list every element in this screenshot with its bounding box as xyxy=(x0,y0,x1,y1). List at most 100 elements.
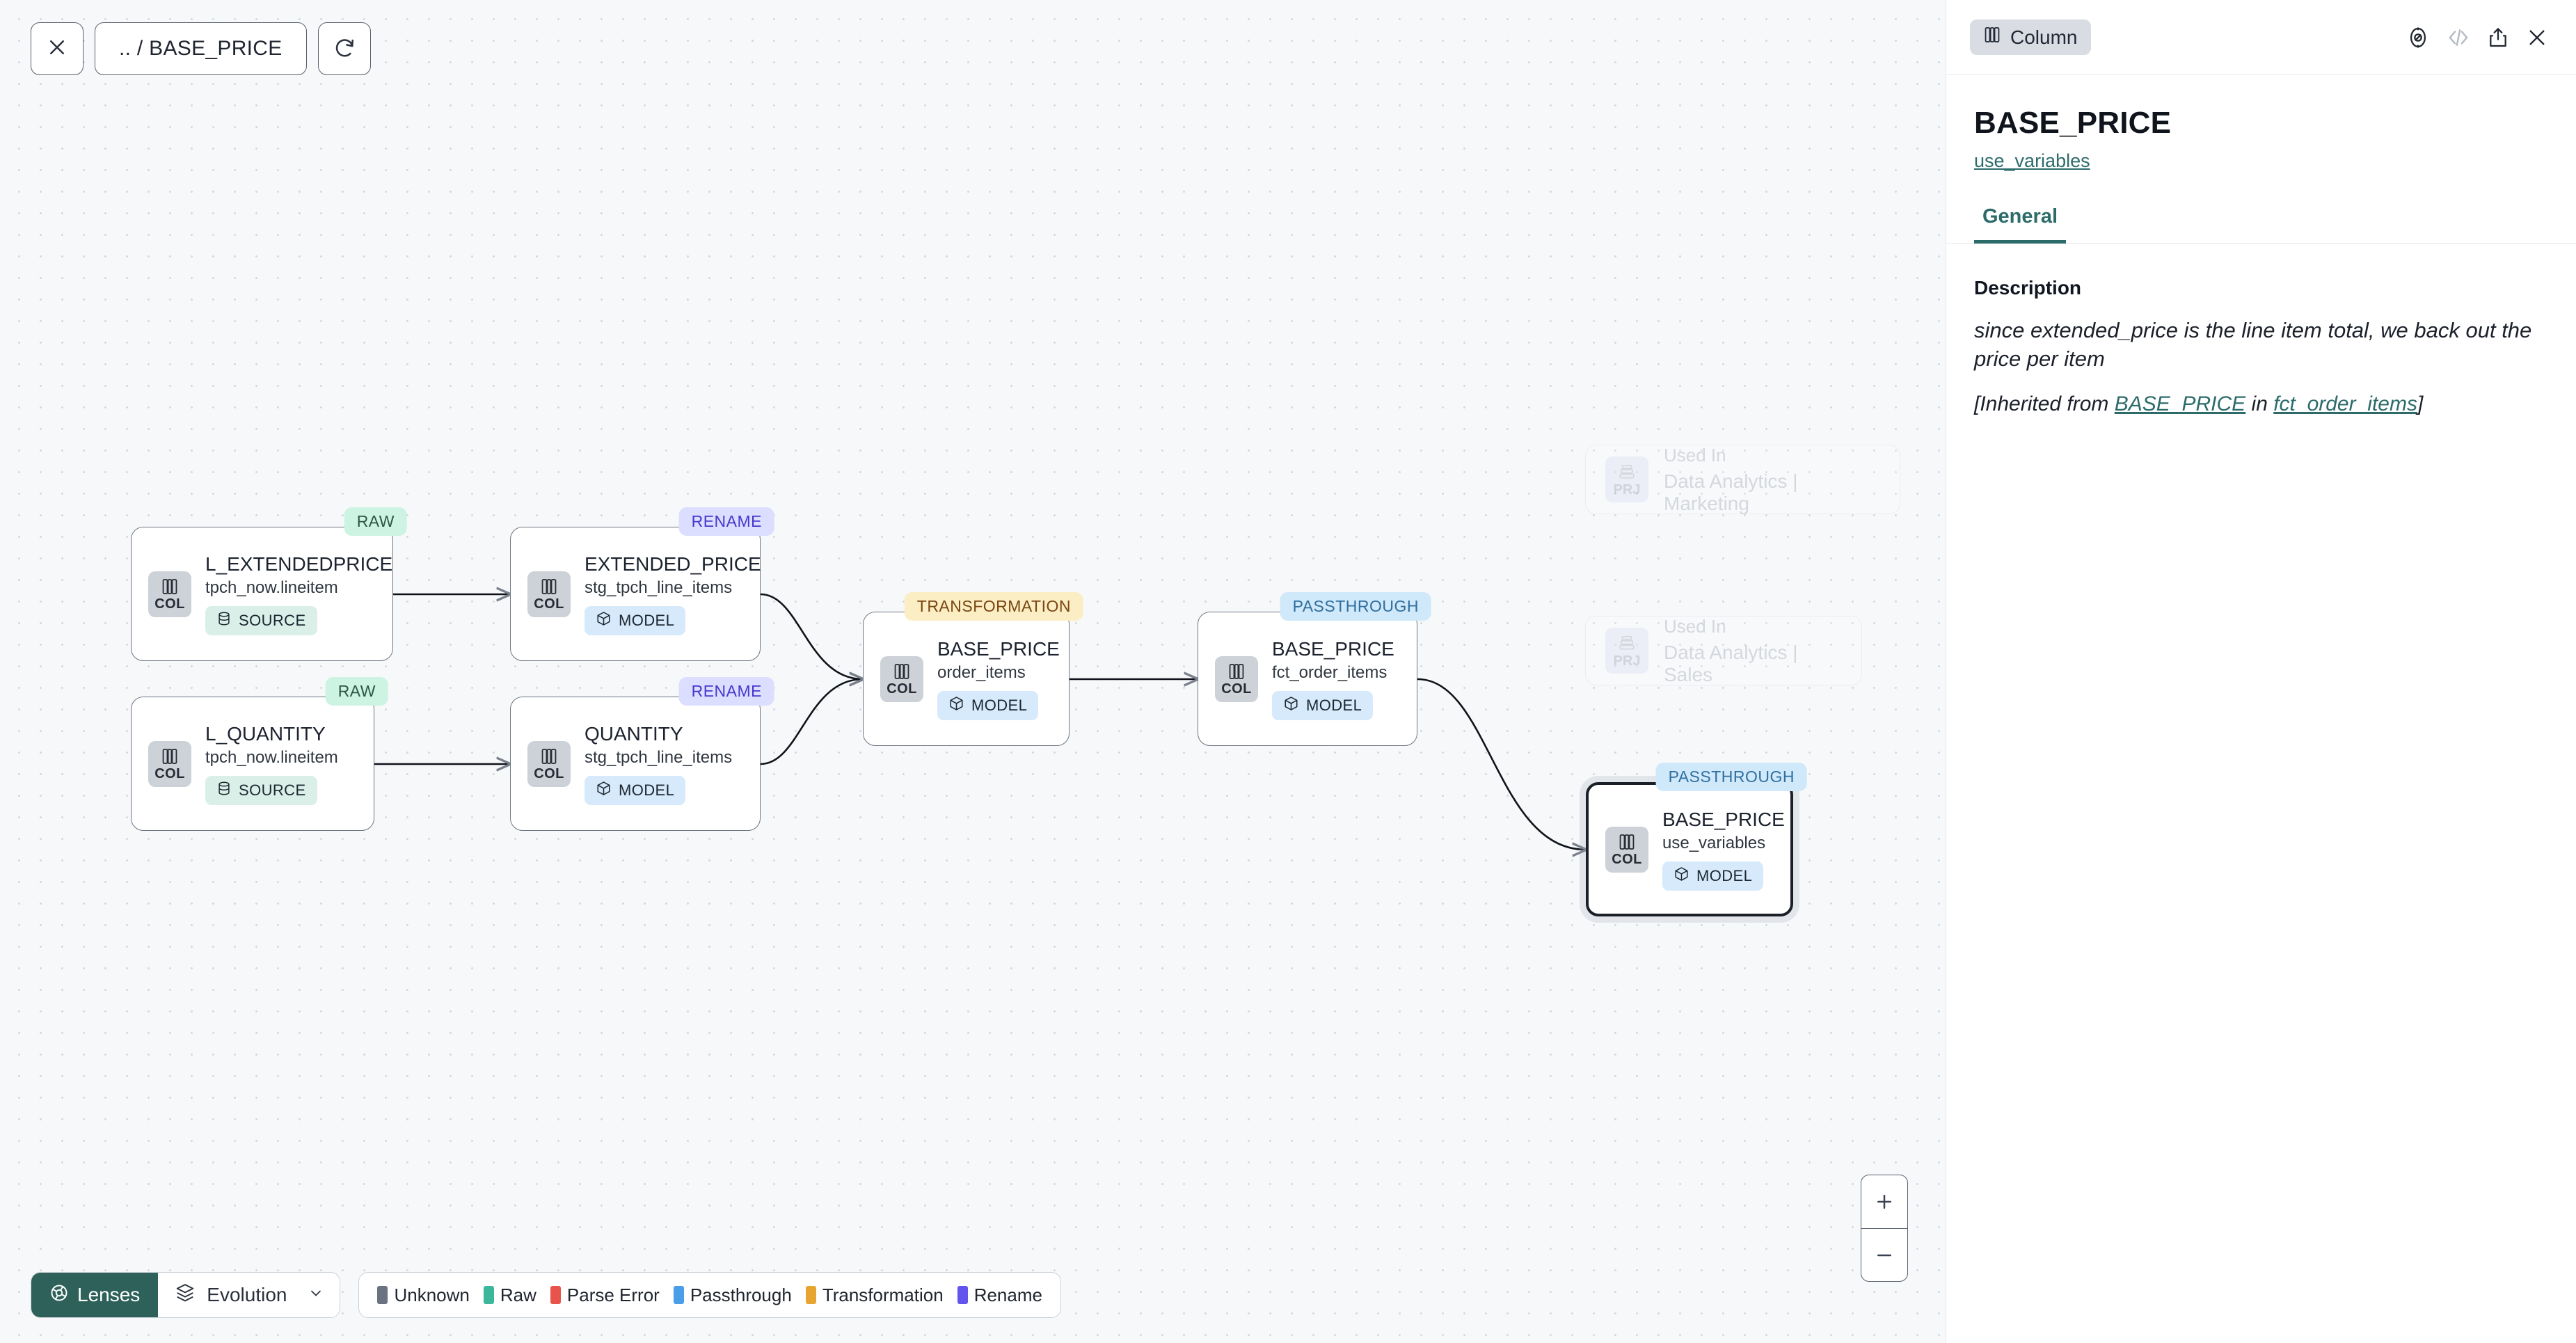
legend-swatch xyxy=(957,1286,968,1304)
node-type-tag: SOURCE xyxy=(205,776,317,806)
compass-icon[interactable] xyxy=(2406,26,2430,49)
tab-general[interactable]: General xyxy=(1974,205,2066,244)
project-icon-label: PRJ xyxy=(1613,482,1641,498)
node-type-tag-label: MODEL xyxy=(1696,867,1753,885)
model-link-row: use_variables xyxy=(1946,141,2576,172)
project-icon: PRJ xyxy=(1605,628,1648,674)
used-in-target: Data Analytics | Marketing xyxy=(1664,470,1798,514)
lenses-button[interactable]: Lenses xyxy=(31,1273,159,1317)
legend-item[interactable]: Unknown xyxy=(377,1284,470,1306)
legend-item[interactable]: Transformation xyxy=(805,1285,944,1306)
inherited-note: [Inherited from BASE_PRICE in fct_order_… xyxy=(1974,392,2548,416)
description-heading: Description xyxy=(1974,276,2082,299)
cube-icon xyxy=(1283,695,1299,716)
legend-swatch xyxy=(805,1286,816,1304)
node-lens-badge: PASSTHROUGH xyxy=(1655,763,1807,791)
zoom-in-button[interactable] xyxy=(1861,1175,1907,1228)
legend-item[interactable]: Passthrough xyxy=(673,1285,792,1306)
node-lens-badge: RAW xyxy=(325,677,388,706)
node-type-tag-label: MODEL xyxy=(619,612,675,630)
model-link[interactable]: use_variables xyxy=(1974,150,2090,171)
node-lens-badge: TRANSFORMATION xyxy=(904,592,1083,621)
evolution-label: Evolution xyxy=(207,1284,287,1305)
close-button[interactable] xyxy=(31,22,84,75)
chevron-down-icon xyxy=(308,1284,324,1306)
node-icon-label: COL xyxy=(154,596,185,612)
node-subtitle: stg_tpch_line_items xyxy=(585,578,733,598)
canvas-bottom-bar: Lenses Evolution Unknown Raw Parse Error Pa… xyxy=(31,1272,1061,1318)
node-type-tag-label: SOURCE xyxy=(239,612,306,630)
zoom-controls xyxy=(1861,1175,1908,1282)
cube-icon xyxy=(596,780,612,801)
node-title: L_EXTENDEDPRICE xyxy=(205,553,393,575)
legend-label: Raw xyxy=(500,1284,536,1305)
node-icon-label: COL xyxy=(1612,851,1642,867)
details-panel-header: Column xyxy=(1946,0,2576,75)
lineage-legend: Unknown Raw Parse Error Passthrough Transfor… xyxy=(358,1272,1061,1318)
legend-swatch xyxy=(483,1286,494,1304)
database-icon xyxy=(216,780,232,801)
inherited-column-link[interactable]: BASE_PRICE xyxy=(2114,392,2246,415)
node-icon-label: COL xyxy=(887,681,917,697)
node-title: EXTENDED_PRICE xyxy=(585,553,761,575)
node-subtitle: use_variables xyxy=(1662,834,1766,853)
node-subtitle: fct_order_items xyxy=(1272,663,1388,683)
inherited-model-link[interactable]: fct_order_items xyxy=(2273,392,2417,415)
legend-swatch xyxy=(673,1286,684,1304)
entity-type-chip: Column xyxy=(1970,19,2092,55)
inherited-prefix: [Inherited from xyxy=(1974,392,2115,415)
node-type-tag: MODEL xyxy=(585,606,686,636)
legend-item[interactable]: Raw xyxy=(483,1284,536,1306)
node-type-tag-label: MODEL xyxy=(971,697,1028,715)
node-type-tag: MODEL xyxy=(937,691,1039,721)
share-icon[interactable] xyxy=(2487,26,2509,49)
node-type-tag: MODEL xyxy=(585,776,686,806)
header-actions xyxy=(2406,26,2548,49)
legend-swatch xyxy=(550,1286,561,1304)
node-type-tag-label: MODEL xyxy=(619,781,675,800)
close-icon[interactable] xyxy=(2526,26,2548,49)
node-title: L_QUANTITY xyxy=(205,722,326,745)
evolution-select[interactable]: Evolution xyxy=(158,1273,340,1317)
column-icon: COL xyxy=(1605,826,1648,873)
refresh-button[interactable] xyxy=(317,22,371,75)
node-lens-badge: RENAME xyxy=(678,677,774,706)
breadcrumb[interactable]: .. / BASE_PRICE xyxy=(95,22,307,75)
legend-item[interactable]: Rename xyxy=(957,1285,1042,1306)
zoom-out-button[interactable] xyxy=(1861,1228,1907,1281)
lenses-label: Lenses xyxy=(77,1284,141,1305)
aperture-icon xyxy=(49,1283,69,1308)
cube-icon xyxy=(596,610,612,631)
column-icon: COL xyxy=(1215,655,1258,702)
code-icon[interactable] xyxy=(2447,26,2470,49)
node-subtitle: stg_tpch_line_items xyxy=(585,748,733,768)
node-type-tag: SOURCE xyxy=(205,606,317,636)
canvas-toolbar: .. / BASE_PRICE xyxy=(31,22,371,75)
database-icon xyxy=(216,610,232,631)
column-icon: COL xyxy=(148,571,191,617)
details-panel: Column xyxy=(1946,0,2576,1343)
node-icon-label: COL xyxy=(154,765,185,781)
node-lens-badge: RAW xyxy=(344,507,407,536)
panel-body: Description since extended_price is the … xyxy=(1946,244,2576,416)
legend-swatch xyxy=(377,1286,388,1304)
inherited-suffix: ] xyxy=(2417,392,2424,415)
cube-icon xyxy=(948,695,964,716)
node-type-tag-label: MODEL xyxy=(1306,697,1362,715)
lenses-control-group: Lenses Evolution xyxy=(31,1272,341,1318)
legend-label: Unknown xyxy=(394,1284,470,1305)
legend-item[interactable]: Parse Error xyxy=(550,1285,660,1306)
